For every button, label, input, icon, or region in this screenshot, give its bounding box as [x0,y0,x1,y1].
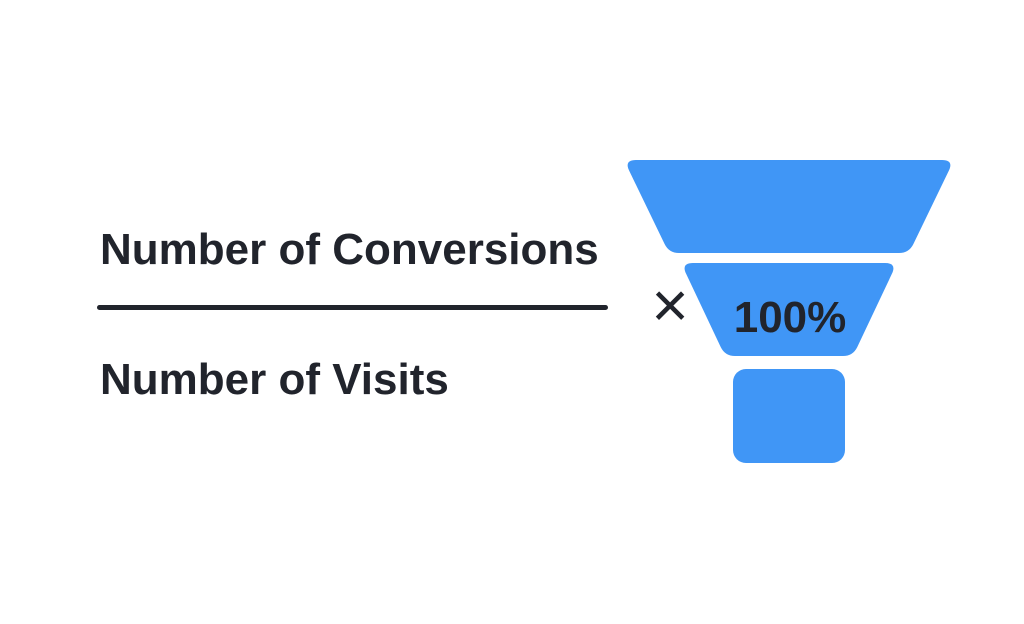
formula-denominator: Number of Visits [100,355,449,404]
funnel-top-segment [627,160,951,253]
formula-numerator: Number of Conversions [100,225,599,274]
fraction-divider-line [97,305,608,310]
funnel-middle-segment [684,263,894,356]
funnel-bottom-segment [733,369,845,463]
multiplier-label: 100% [733,293,847,342]
